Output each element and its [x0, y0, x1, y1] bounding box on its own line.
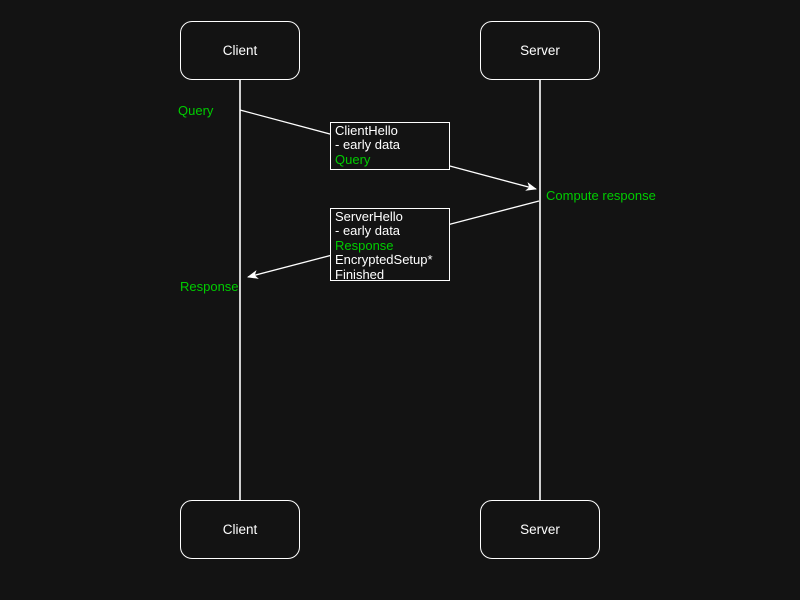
message-line: EncryptedSetup* [335, 252, 433, 268]
response-label: Response [180, 279, 239, 294]
actor-server-top: Server [480, 21, 600, 80]
message-line: - early data [335, 137, 401, 153]
actor-label: Server [520, 43, 560, 58]
message-line: Query [335, 151, 371, 167]
message-line: ClientHello [335, 123, 398, 138]
actor-label: Client [222, 522, 258, 537]
actor-label: Server [520, 522, 560, 537]
actor-client-bottom: Client [180, 500, 300, 559]
server-hello-message-box: ServerHello - early data Response Encryp… [330, 208, 450, 282]
query-label: Query [178, 103, 214, 118]
client-hello-message-box: ClientHello - early data Query [330, 122, 450, 170]
actor-server-bottom: Server [480, 500, 600, 559]
message-line: ServerHello [335, 209, 403, 224]
message-line: Response [335, 237, 394, 253]
message-line: - early data [335, 223, 401, 239]
message-line: Finished [335, 266, 385, 282]
actor-label: Client [222, 43, 258, 58]
actor-client-top: Client [180, 21, 300, 80]
compute-response-label: Compute response [546, 188, 656, 203]
